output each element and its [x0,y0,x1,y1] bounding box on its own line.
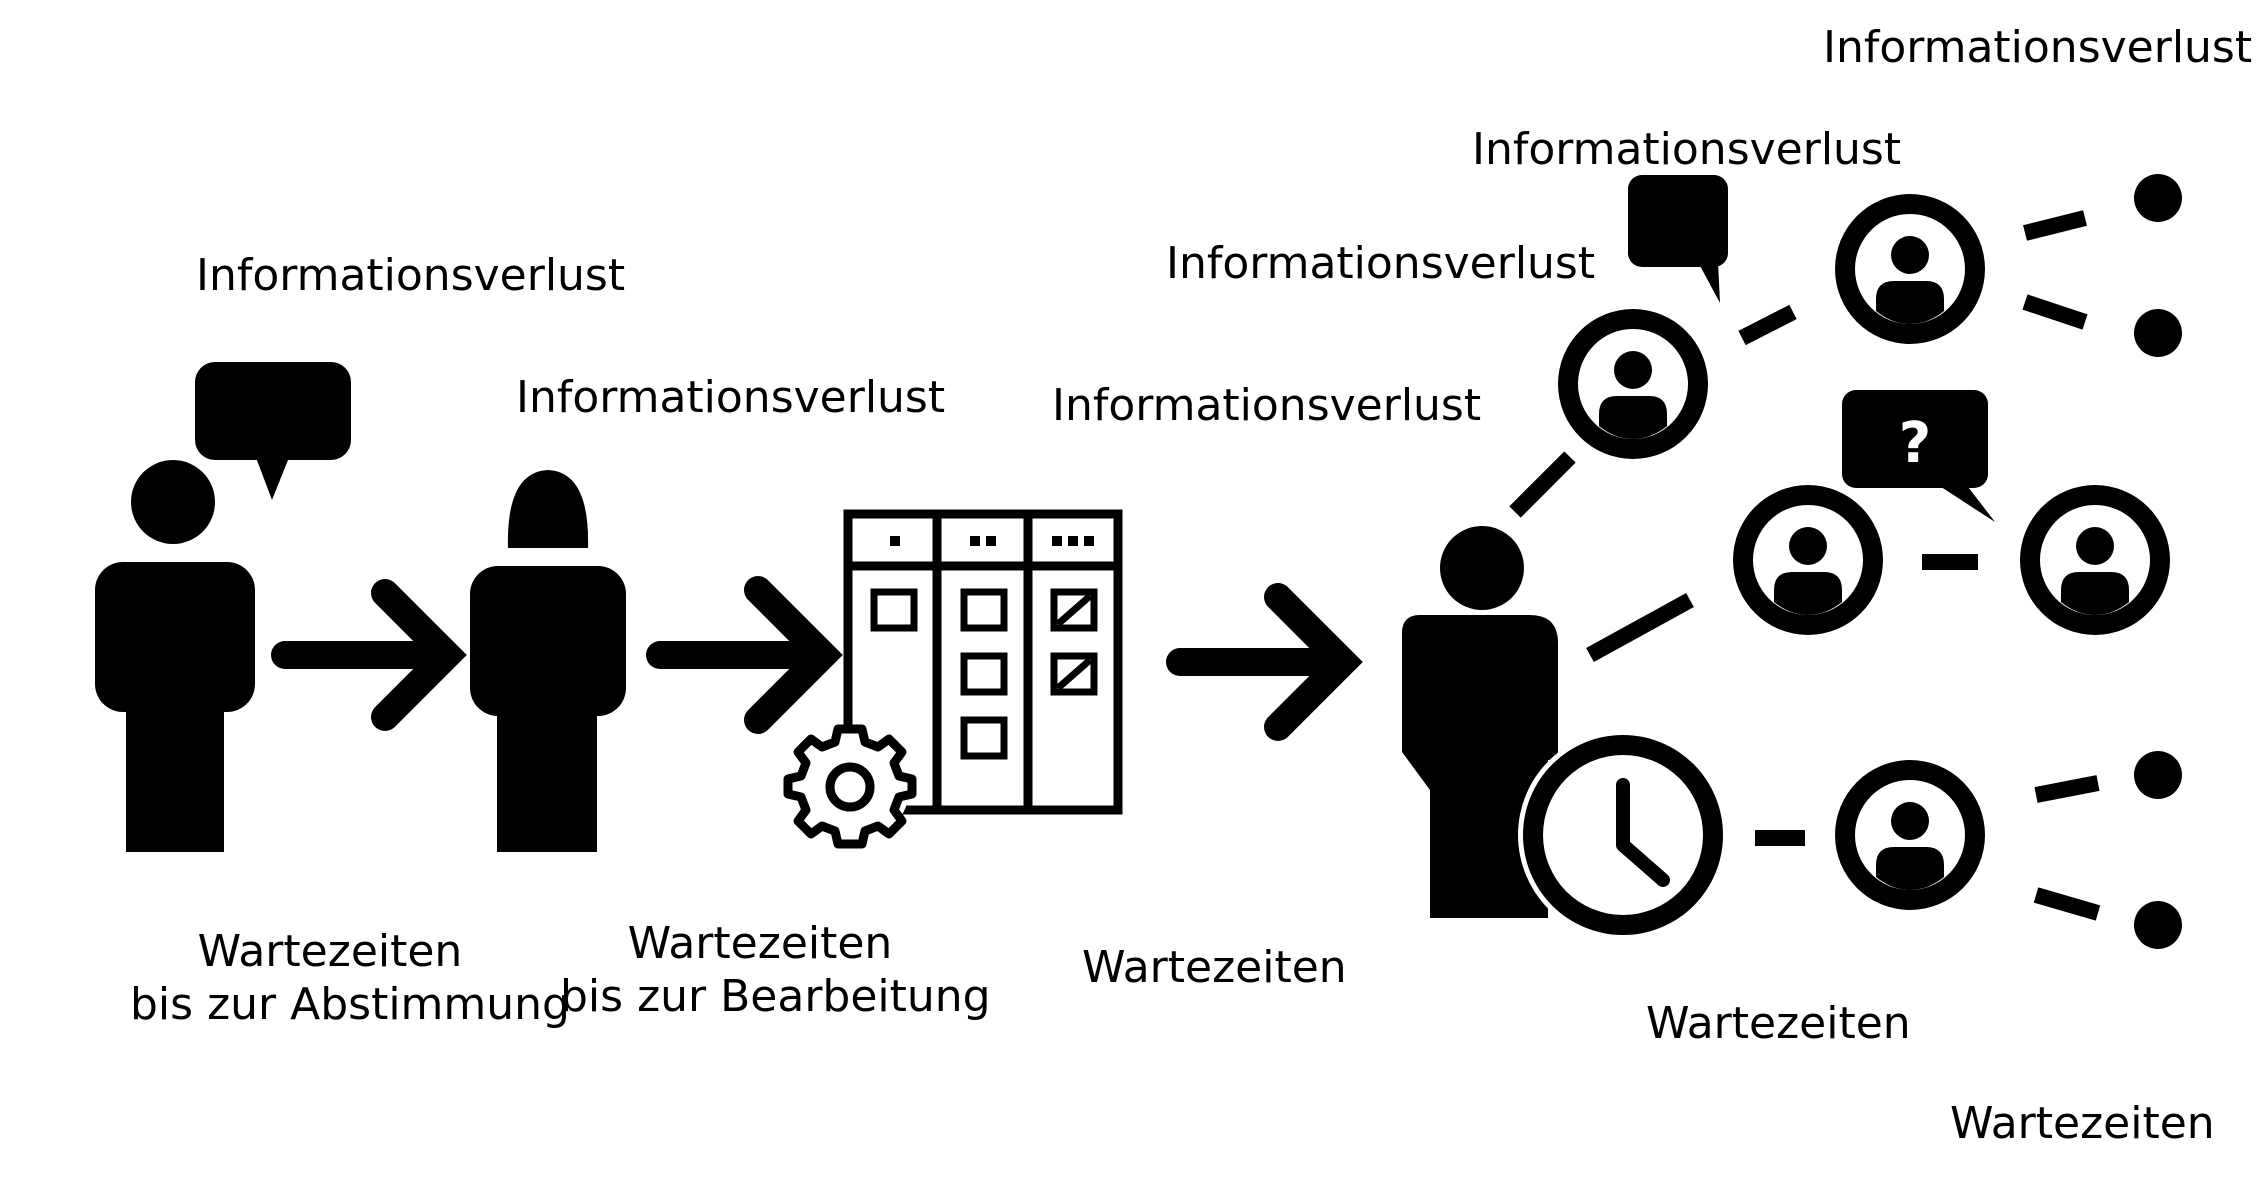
info-loss-label-3: Informationsverlust [1052,380,1482,431]
waiting-label-2: Wartezeiten [1646,998,1911,1049]
waiting-label-3: Wartezeiten [1950,1098,2215,1149]
info-loss-label-6: Informationsverlust [1823,22,2253,73]
arrow-right-icon [271,579,467,731]
network-end-dots [2134,174,2182,949]
user-circle-icon [1558,309,1708,459]
wait-alignment-line2: bis zur Abstimmung [130,978,570,1030]
user-circle-icon [1733,485,1883,635]
info-loss-label-2: Informationsverlust [516,372,946,423]
info-loss-label-4: Informationsverlust [1166,238,1596,289]
question-mark: ? [1899,411,1931,476]
question-bubble-icon: ? [1842,390,1995,522]
person-woman-icon [470,470,626,852]
info-loss-label-1: Informationsverlust [196,250,626,301]
wait-processing-line2: bis zur Bearbeitung [560,970,991,1022]
user-circle-icon [1835,194,1985,344]
waiting-label-1: Wartezeiten [1082,942,1347,993]
arrow-right-icon [646,576,843,734]
user-circle-icon [1835,760,1985,910]
arrow-right-icon [1166,583,1363,741]
user-circle-icon [2020,485,2170,635]
wait-alignment-line1: Wartezeiten [197,926,463,977]
gear-icon [783,724,917,849]
kanban-board-icon [843,509,1123,815]
speech-bubble-icon [1628,175,1728,303]
speech-bubble-icon [195,362,351,500]
clock-icon [1518,730,1728,940]
wait-processing-line1: Wartezeiten [627,918,893,969]
wait-alignment-label: Wartezeiten bis zur Abstimmung [130,926,570,1032]
network-connectors [1509,210,2101,921]
info-loss-label-5: Informationsverlust [1472,124,1902,175]
person-icon [95,460,255,852]
wait-processing-label: Wartezeiten bis zur Bearbeitung [560,918,991,1024]
